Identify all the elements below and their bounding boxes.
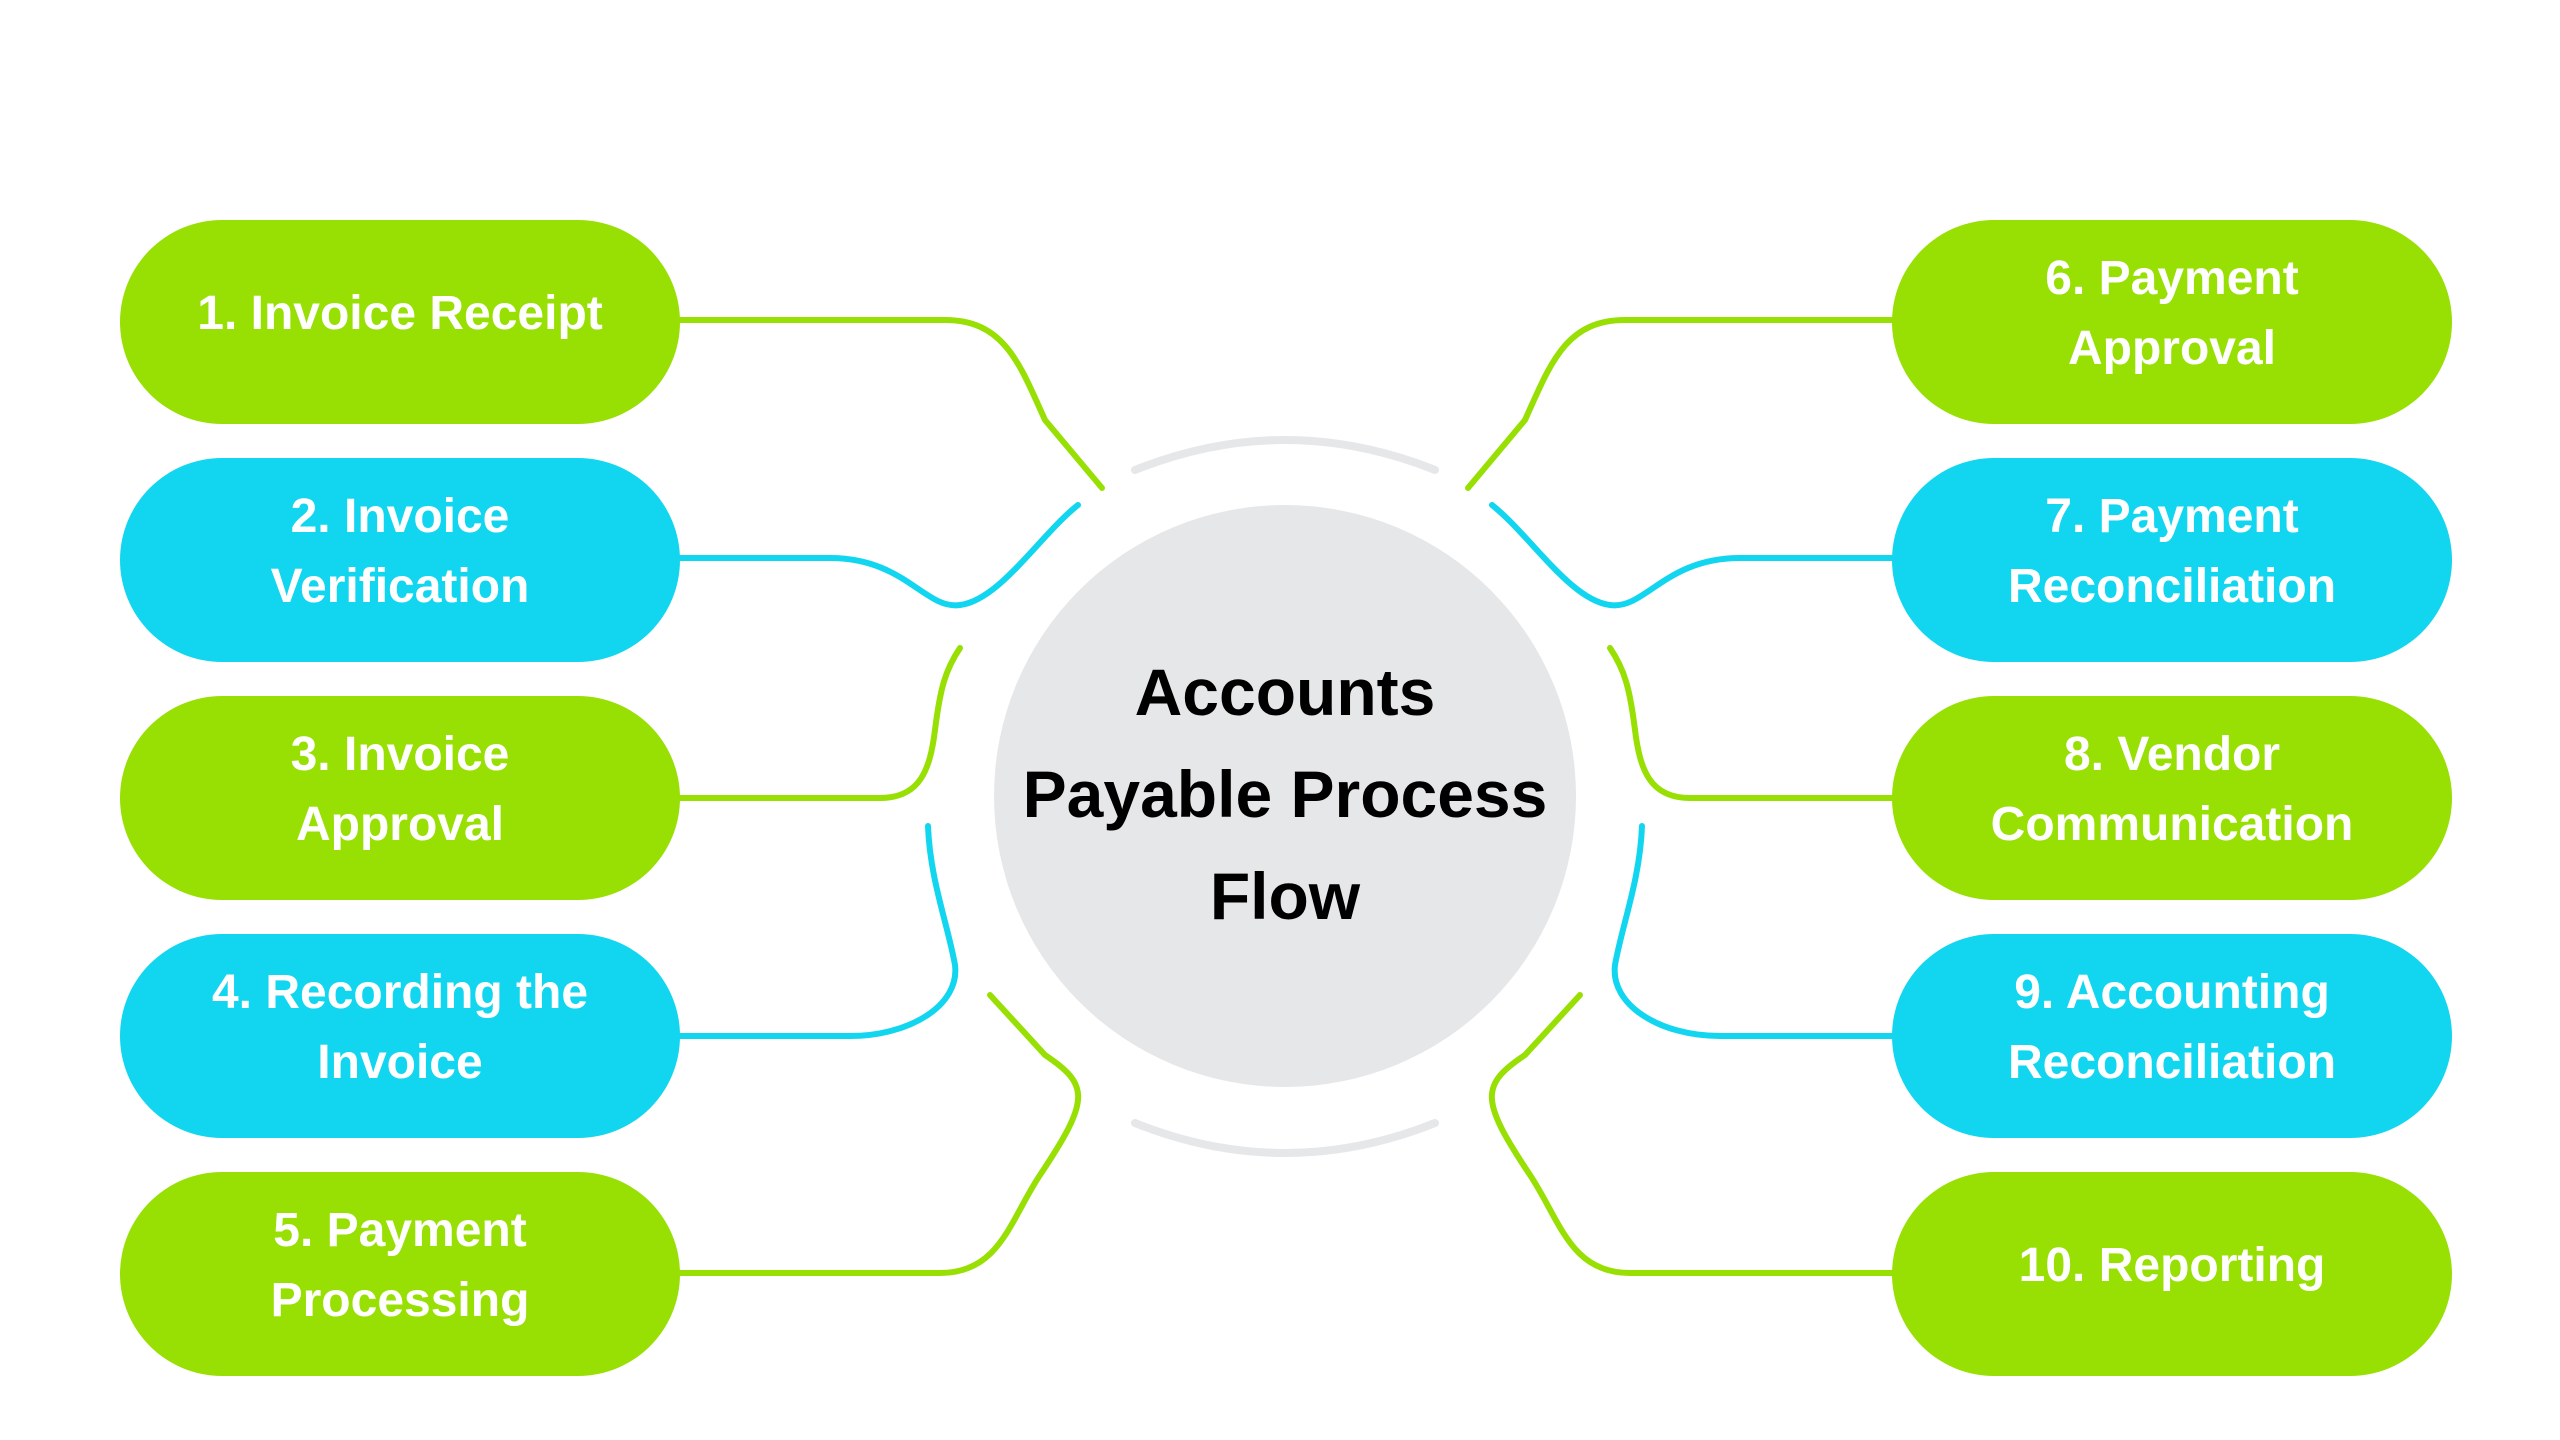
connector-step-1 [677, 317, 1105, 491]
step-7-payment-reconciliation: 7. Payment Reconciliation [1892, 458, 2452, 662]
step-8-label: 8. Vendor Communication [1990, 728, 2354, 851]
bottom-arc [1131, 1119, 1439, 1157]
step-10-label: 10. Reporting [2018, 1239, 2326, 1292]
connector-step-8 [1607, 645, 1895, 801]
step-3-label: 3. Invoice Approval [290, 728, 510, 851]
step-2-label: 2. Invoice Verification [270, 490, 530, 613]
top-arc [1131, 436, 1439, 474]
connector-step-4 [677, 823, 959, 1039]
connector-step-9 [1611, 823, 1895, 1039]
connector-step-3 [677, 645, 963, 801]
step-3-invoice-approval: 3. Invoice Approval [120, 696, 680, 900]
step-1-label: 1. Invoice Receipt [197, 287, 603, 340]
connector-step-2 [677, 502, 1081, 609]
step-5-label: 5. Payment Processing [270, 1204, 530, 1327]
step-8-vendor-communication: 8. Vendor Communication [1892, 696, 2452, 900]
step-2-invoice-verification: 2. Invoice Verification [120, 458, 680, 662]
diagram-title: Accounts Payable Process Flow [1022, 655, 1548, 933]
step-6-label: 6. Payment Approval [2045, 252, 2299, 375]
step-10-reporting: 10. Reporting [1892, 1172, 2452, 1376]
connector-step-7 [1489, 502, 1895, 609]
step-4-recording-the-invoice: 4. Recording the Invoice [120, 934, 680, 1138]
step-9-label: 9. Accounting Reconciliation [2007, 966, 2337, 1089]
step-4-label: 4. Recording the Invoice [211, 966, 589, 1089]
center-circle: Accounts Payable Process Flow [994, 505, 1576, 1087]
connector-step-5 [677, 992, 1082, 1276]
connector-step-10 [1488, 992, 1895, 1276]
step-5-payment-processing: 5. Payment Processing [120, 1172, 680, 1376]
step-6-payment-approval: 6. Payment Approval [1892, 220, 2452, 424]
step-7-label: 7. Payment Reconciliation [2007, 490, 2337, 613]
step-1-invoice-receipt: 1. Invoice Receipt [120, 220, 680, 424]
step-9-accounting-reconciliation: 9. Accounting Reconciliation [1892, 934, 2452, 1138]
connector-step-6 [1465, 317, 1895, 491]
